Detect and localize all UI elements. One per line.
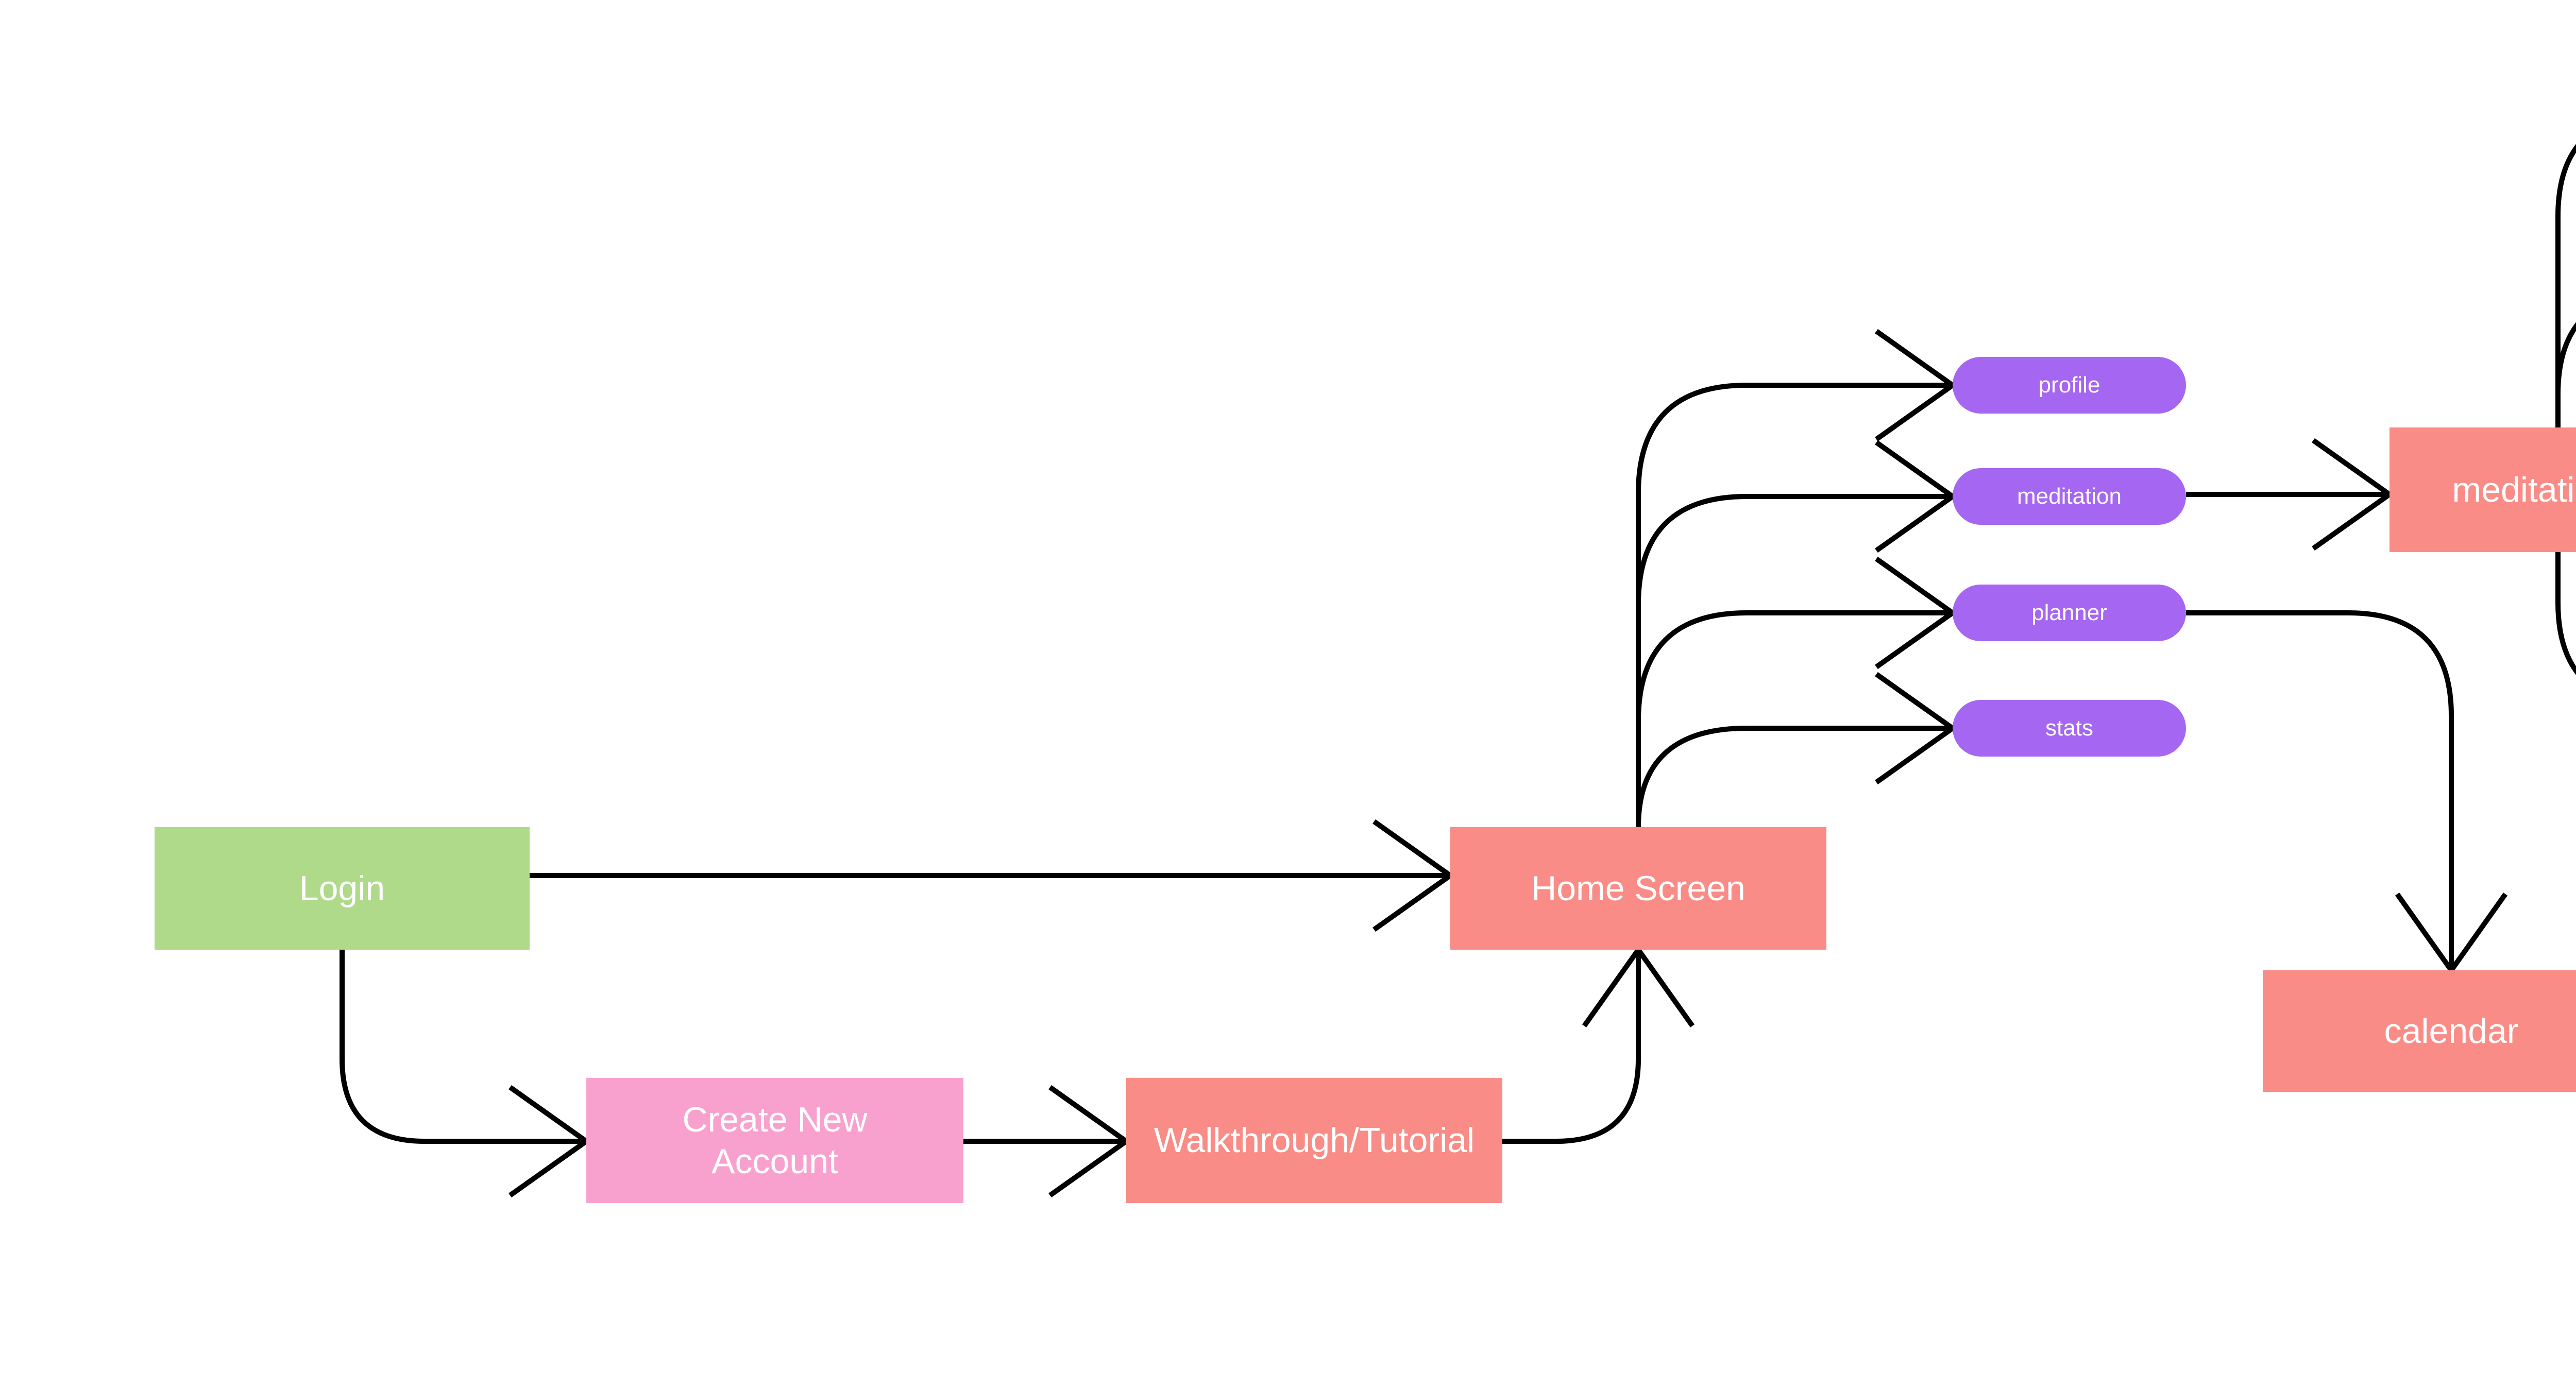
node-home-screen[interactable]: Home Screen [1450,827,1826,950]
connector-line [2186,610,2454,970]
node-meditation-page[interactable]: meditation page [2389,427,2576,552]
edge-login-to-home-screen[interactable] [530,819,1455,932]
node-meditation-label: meditation [2016,484,2122,509]
node-profile-label: profile [2038,372,2100,398]
edge-home-screen-to-stats[interactable] [1636,672,1957,828]
arrowhead-icon [1582,945,1695,1027]
node-calendar-label: calendar [2384,1011,2519,1051]
connector-line [340,950,586,1144]
edge-planner-to-calendar[interactable] [2186,610,2508,975]
edge-meditation-page-to-time[interactable] [2555,237,2576,395]
node-home-screen-label: Home Screen [1531,868,1745,908]
node-create-new-account-label: Create New Account [682,1100,868,1181]
connector-line [1502,950,1641,1144]
edge-walkthrough-to-home-screen[interactable] [1502,945,1695,1144]
connector-line [1636,726,1953,828]
node-login[interactable]: Login [155,827,530,950]
connector-line [2555,322,2576,395]
edge-login-to-create-account[interactable] [340,950,591,1198]
connector-line [1636,383,1953,827]
node-meditation-page-label: meditation page [2452,470,2576,509]
node-login-label: Login [299,868,385,908]
node-meditation[interactable]: meditation [1953,468,2186,525]
edge-meditation-page-to-voice-guided[interactable] [2555,552,2576,760]
edge-meditation-to-meditation-page[interactable] [2186,438,2394,551]
node-profile[interactable]: profile [1953,357,2186,414]
node-stats[interactable]: stats [1953,700,2186,757]
node-create-new-account[interactable]: Create New Account [586,1078,963,1203]
connector-line [1636,610,1953,722]
connector-line [2555,144,2576,427]
node-stats-label: stats [2045,715,2093,741]
node-planner[interactable]: planner [1953,585,2186,641]
connector-line [1636,494,1953,605]
node-planner-label: planner [2031,600,2107,626]
connector-line [2555,552,2576,675]
edge-create-account-to-walkthrough[interactable] [963,1085,1131,1198]
edge-meditation-page-to-music-or-sounds[interactable] [2555,59,2576,427]
node-walkthrough-tutorial-label: Walkthrough/Tutorial [1154,1121,1475,1160]
node-walkthrough-tutorial[interactable]: Walkthrough/Tutorial [1126,1078,1502,1203]
node-calendar[interactable]: calendar [2263,970,2576,1092]
